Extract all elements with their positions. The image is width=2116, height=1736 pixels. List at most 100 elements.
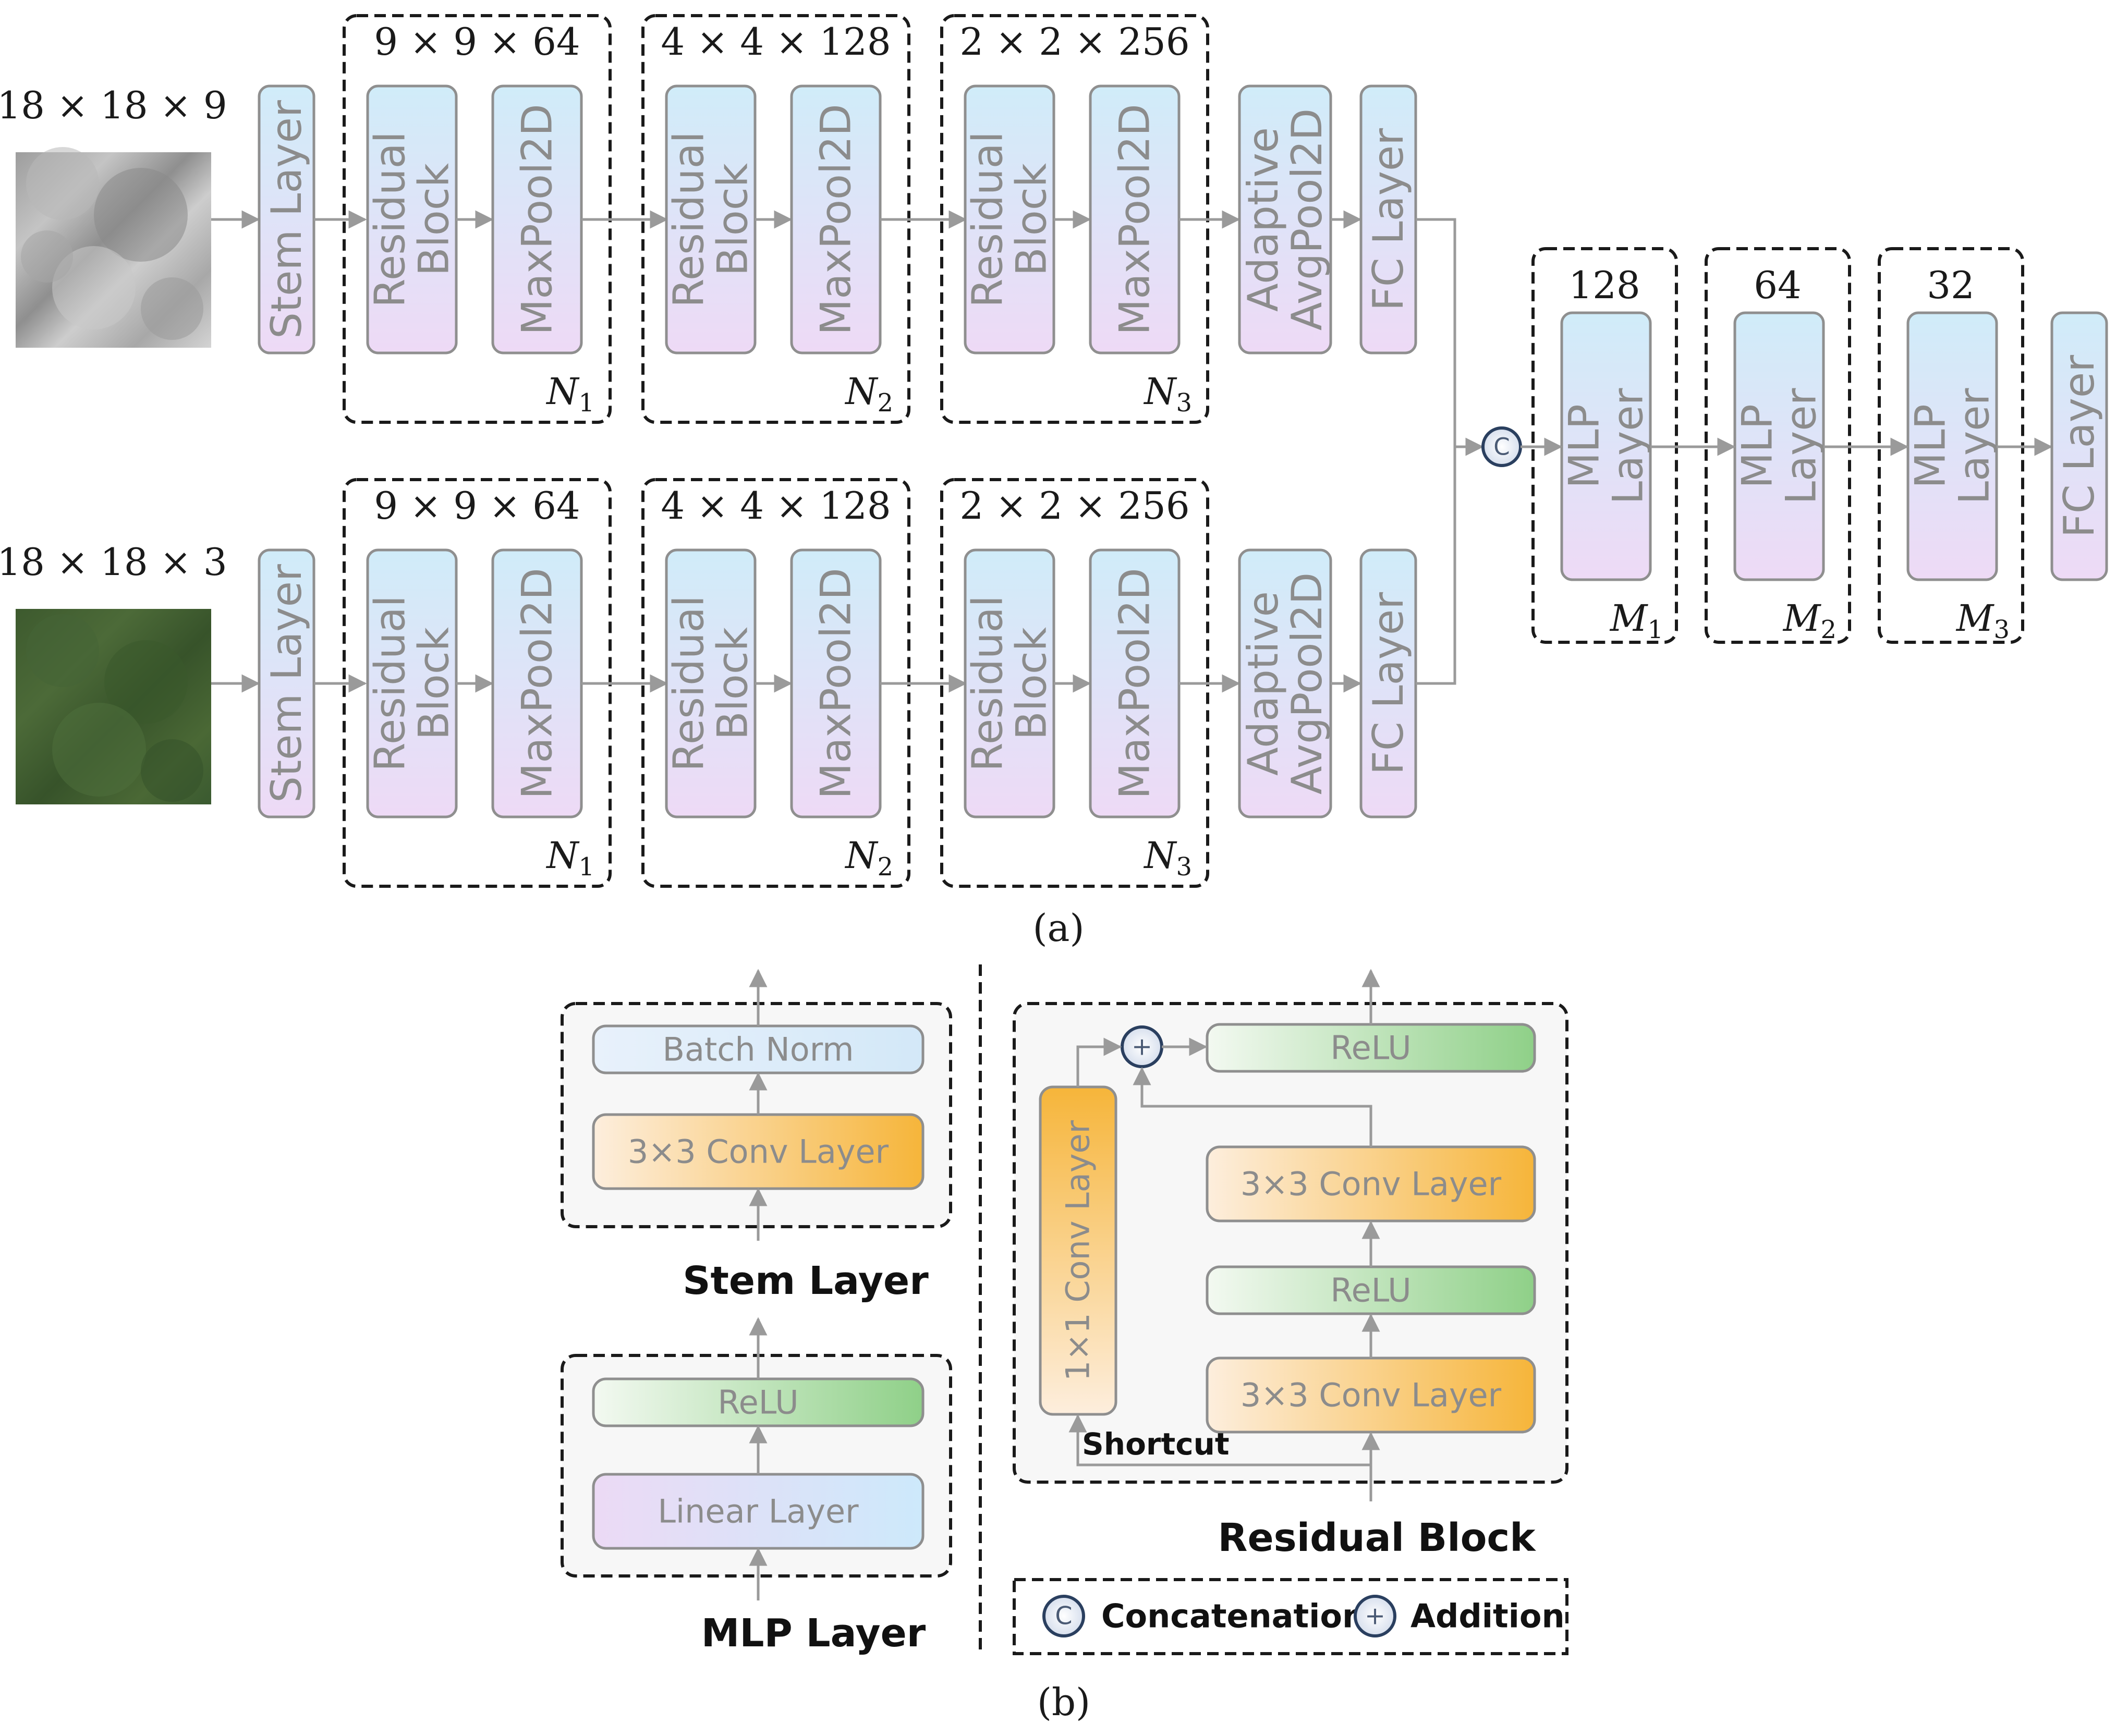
bottom-stage-3-maxpool: MaxPool2D — [1089, 548, 1181, 818]
legend-concat-icon: C — [1042, 1595, 1085, 1637]
top-stem-layer: Stem Layer — [258, 84, 315, 354]
mlp-stage-1-layer-label: Layer — [1604, 388, 1652, 504]
bottom-stage-2-maxpool: MaxPool2D — [790, 548, 882, 818]
top-stage-1-residual-block-label: Residual — [366, 131, 415, 308]
stem-batch-norm-label: Batch Norm — [662, 1031, 854, 1069]
mlp-linear-label: Linear Layer — [658, 1493, 859, 1531]
bottom-stage-3-dims: 2 × 2 × 256 — [959, 484, 1189, 528]
bottom-stage-2-maxpool-label: MaxPool2D — [812, 568, 860, 799]
final-fc-layer: FC Layer — [2050, 311, 2108, 581]
stem-detail-title: Stem Layer — [683, 1258, 929, 1303]
residual-add-node-symbol: + — [1132, 1033, 1152, 1061]
residual-conv-top: 3×3 Conv Layer — [1206, 1145, 1536, 1222]
mlp-stage-2-layer-label: MLP — [1733, 404, 1782, 488]
bottom-stage-3-maxpool-label: MaxPool2D — [1111, 568, 1159, 799]
residual-relu-mid: ReLU — [1206, 1265, 1536, 1315]
mlp-stage-1-repeat: M1 — [1609, 597, 1663, 644]
top-stage-1-maxpool: MaxPool2D — [491, 84, 583, 354]
panel-a-label: (a) — [1032, 906, 1084, 950]
top-stage-1-dims: 9 × 9 × 64 — [374, 20, 580, 64]
bottom-adaptive-avgpool-label: AvgPool2D — [1283, 572, 1331, 794]
mlp-stage-3-layer-label: Layer — [1950, 388, 1999, 504]
bottom-input-size: 18 × 18 × 3 — [0, 540, 227, 584]
top-image-texture — [26, 147, 99, 220]
bottom-stage-1-repeat: N1 — [545, 834, 594, 882]
bottom-fc-layer: FC Layer — [1359, 548, 1417, 818]
mlp-stage-2-layer-label: Layer — [1777, 388, 1826, 504]
bottom-image-texture — [52, 703, 146, 797]
bottom-stage-3-residual-block-label: Residual — [964, 595, 1012, 772]
mlp-stage-2-dims: 64 — [1754, 263, 1802, 307]
top-fc-layer: FC Layer — [1359, 84, 1417, 354]
bottom-adaptive-avgpool-label: Adaptive — [1239, 591, 1287, 776]
residual-shortcut-conv-label: 1×1 Conv Layer — [1059, 1120, 1097, 1381]
mlp-linear: Linear Layer — [592, 1473, 925, 1550]
top-stage-2-maxpool-label: MaxPool2D — [812, 104, 860, 335]
legend-add-icon-symbol: + — [1365, 1602, 1385, 1631]
mlp-stage-1-dims: 128 — [1568, 263, 1640, 307]
legend-concat-label: Concatenation — [1101, 1597, 1365, 1635]
top-stage-1-repeat: N1 — [545, 370, 594, 418]
bottom-image-texture — [141, 739, 203, 802]
bottom-stage-2-dims: 4 × 4 × 128 — [661, 484, 891, 528]
bottom-stage-1-dims: 9 × 9 × 64 — [374, 484, 580, 528]
top-stage-3-maxpool: MaxPool2D — [1089, 84, 1181, 354]
residual-conv-top-label: 3×3 Conv Layer — [1241, 1165, 1502, 1203]
top-stage-3-dims: 2 × 2 × 256 — [959, 20, 1189, 64]
legend-box — [1013, 1578, 1568, 1655]
top-stage-1-maxpool-label: MaxPool2D — [513, 104, 562, 335]
bottom-branch: 18 × 18 × 3 Stem Layer 9 × 9 × 64 ResidualB… — [0, 478, 1417, 888]
top-stage-3-residual-block-label: Residual — [964, 131, 1012, 308]
top-image-texture — [21, 230, 73, 283]
residual-conv-bottom-label: 3×3 Conv Layer — [1241, 1376, 1502, 1414]
top-stage-2-residual-block-label: Block — [709, 163, 757, 276]
bottom-stage-3-repeat: N3 — [1143, 834, 1192, 882]
mlp-detail-title: MLP Layer — [701, 1611, 926, 1656]
top-stage-3-residual-block-label: Block — [1007, 163, 1056, 276]
mlp-stage-3-layer-label: MLP — [1906, 404, 1955, 488]
top-adaptive-avgpool-label: Adaptive — [1239, 127, 1287, 312]
bottom-stem-layer: Stem Layer — [258, 548, 315, 818]
panel-b-label: (b) — [1037, 1680, 1090, 1724]
top-adaptive-avgpool-label: AvgPool2D — [1283, 108, 1331, 331]
residual-shortcut-branch-arrow — [1068, 1414, 1371, 1466]
top-stage-2-repeat: N2 — [844, 370, 893, 418]
top-image-texture — [141, 277, 203, 340]
residual-relu-mid-label: ReLU — [1330, 1272, 1411, 1310]
top-stage-2-residual-block-label: Residual — [665, 131, 713, 308]
bottom-stem-layer-label: Stem Layer — [262, 564, 311, 803]
residual-relu-out: ReLU — [1206, 1023, 1536, 1073]
final-fc-layer-label: FC Layer — [2055, 355, 2103, 537]
bottom-stage-1-maxpool-label: MaxPool2D — [513, 568, 562, 799]
concat-node: C — [1481, 426, 1522, 467]
mlp-relu-label: ReLU — [718, 1384, 798, 1422]
top-image-texture — [94, 168, 188, 262]
legend-add-label: Addition — [1410, 1597, 1565, 1635]
mlp-stage-3-dims: 32 — [1927, 263, 1975, 307]
top-stage-3-repeat: N3 — [1143, 370, 1192, 418]
bottom-image-texture — [104, 640, 188, 724]
bottom-stage-1-maxpool: MaxPool2D — [491, 548, 583, 818]
residual-detail-title: Residual Block — [1218, 1515, 1537, 1560]
residual-main-to-add-arrow — [1133, 1067, 1372, 1147]
stem-conv-label: 3×3 Conv Layer — [628, 1133, 889, 1171]
branch-merge-line — [1416, 218, 1456, 685]
mlp-stage-3-repeat: M3 — [1955, 597, 2010, 644]
mlp-stage-2-repeat: M2 — [1782, 597, 1837, 644]
top-input-size: 18 × 18 × 9 — [0, 83, 227, 127]
final-fc-layer-box — [2050, 311, 2108, 581]
legend-concat-icon-symbol: C — [1055, 1602, 1072, 1631]
